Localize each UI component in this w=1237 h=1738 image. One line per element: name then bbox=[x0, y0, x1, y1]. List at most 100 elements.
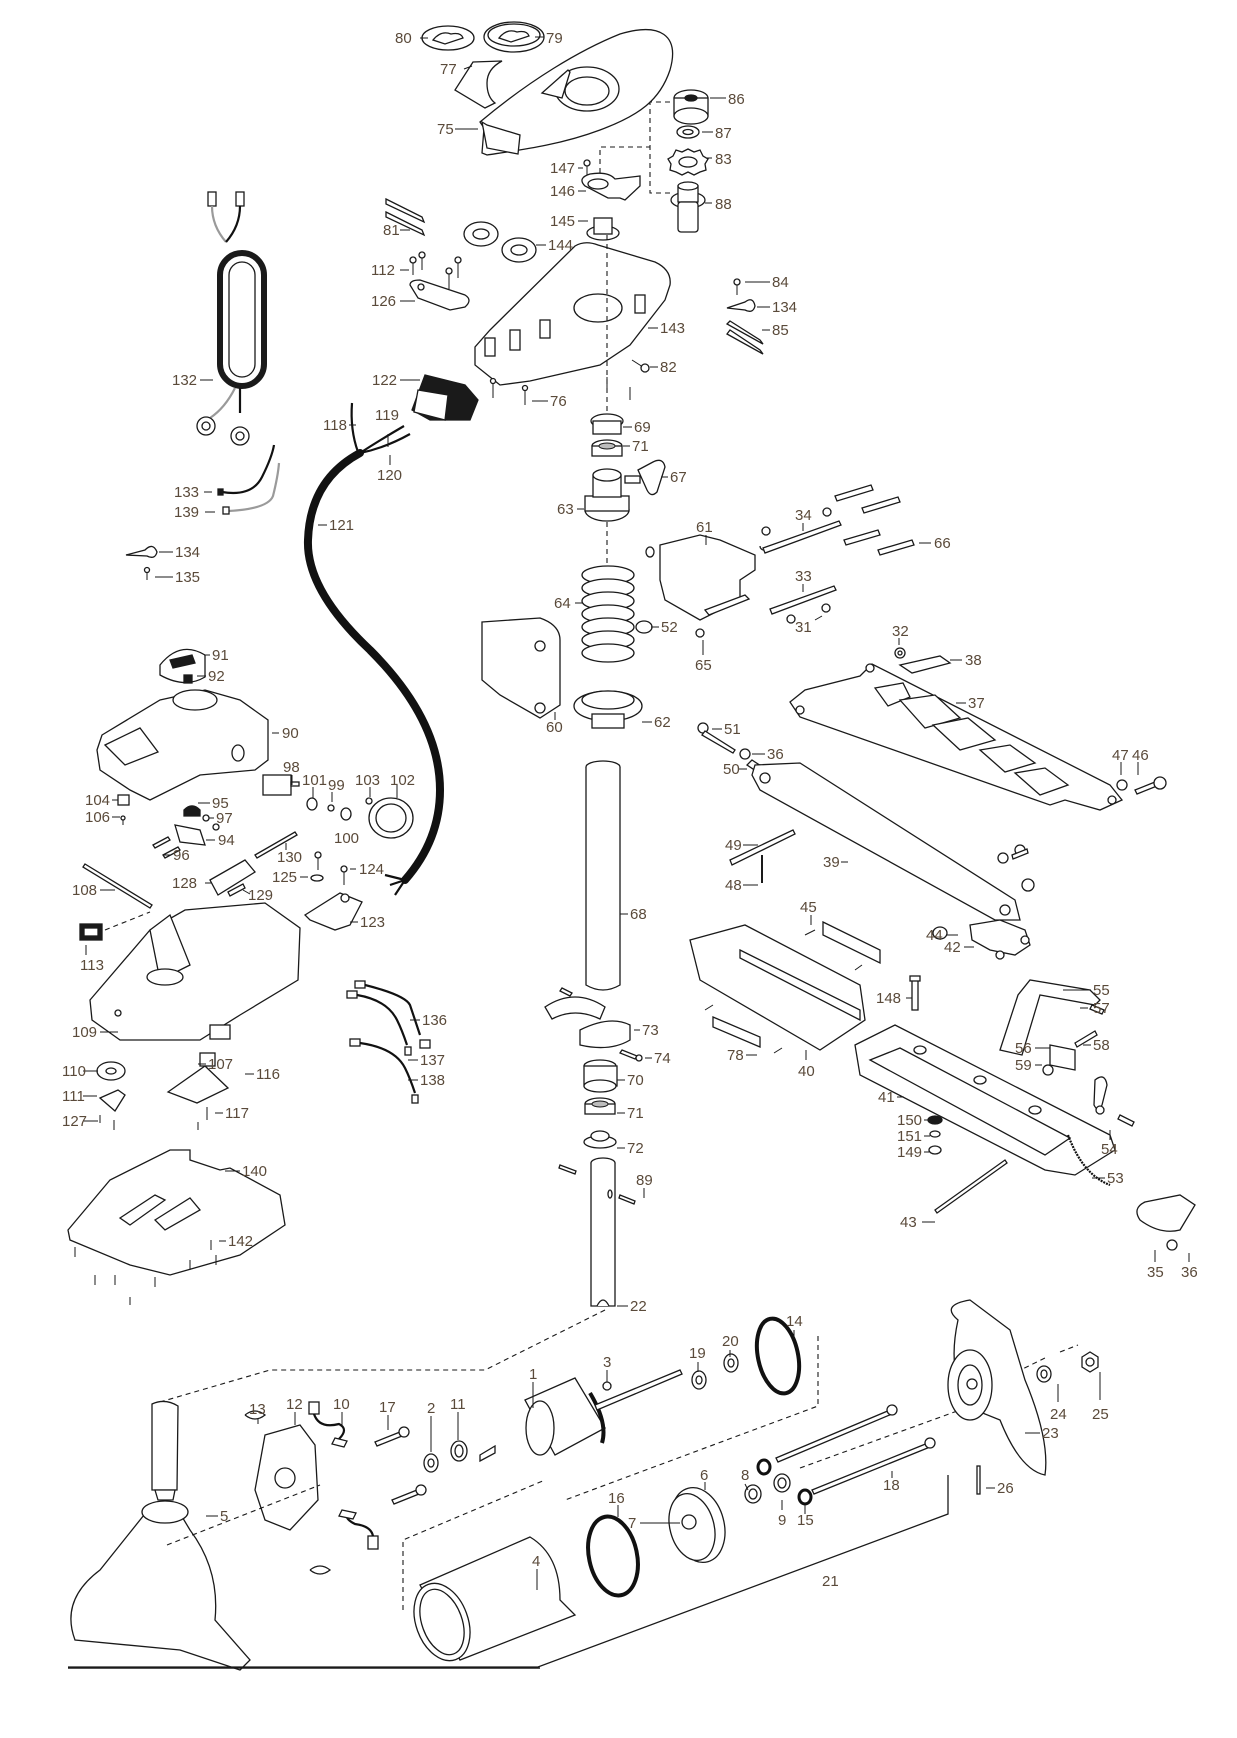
part-67-knob bbox=[624, 459, 666, 496]
label-38: 38 bbox=[965, 652, 982, 669]
part-24-washer bbox=[1036, 1365, 1052, 1383]
label-2: 2 bbox=[427, 1400, 435, 1417]
label-61: 61 bbox=[696, 519, 713, 536]
label-6: 6 bbox=[700, 1467, 708, 1484]
label-4: 4 bbox=[532, 1553, 540, 1570]
label-129: 129 bbox=[248, 887, 273, 904]
label-49: 49 bbox=[725, 837, 742, 854]
label-124: 124 bbox=[359, 861, 384, 878]
label-5: 5 bbox=[220, 1508, 228, 1525]
part-54-lever bbox=[1093, 1076, 1135, 1127]
label-97: 97 bbox=[216, 810, 233, 827]
part-100-nut bbox=[340, 807, 352, 821]
label-83: 83 bbox=[715, 151, 732, 168]
part-12-brush-plate bbox=[254, 1424, 319, 1531]
label-82: 82 bbox=[660, 359, 677, 376]
label-89: 89 bbox=[636, 1172, 653, 1189]
label-98: 98 bbox=[283, 759, 300, 776]
label-130: 130 bbox=[277, 849, 302, 866]
leader-lines bbox=[83, 36, 1190, 1590]
part-146-bracket bbox=[581, 172, 641, 201]
part-150-151-149-hardware bbox=[927, 1115, 943, 1155]
label-14: 14 bbox=[786, 1313, 803, 1330]
part-122-grommet bbox=[411, 374, 479, 421]
part-1-armature bbox=[479, 1369, 683, 1463]
part-89-screws bbox=[558, 1164, 636, 1205]
label-126: 126 bbox=[371, 293, 396, 310]
part-15-oring bbox=[797, 1488, 813, 1506]
label-108: 108 bbox=[72, 882, 97, 899]
label-80: 80 bbox=[395, 30, 412, 47]
label-60: 60 bbox=[546, 719, 563, 736]
label-121: 121 bbox=[329, 517, 354, 534]
part-11-washer bbox=[450, 1440, 468, 1462]
label-142: 142 bbox=[228, 1233, 253, 1250]
part-5-shaft-fitting bbox=[151, 1400, 179, 1501]
part-33-rod bbox=[769, 585, 837, 615]
label-44: 44 bbox=[926, 927, 943, 944]
label-72: 72 bbox=[627, 1140, 644, 1157]
part-36-washer bbox=[739, 748, 751, 760]
part-108-rod bbox=[82, 863, 153, 909]
part-98-switch bbox=[262, 774, 300, 796]
part-134-clip bbox=[726, 299, 756, 312]
part-91-cap bbox=[159, 648, 206, 684]
part-145-nut bbox=[586, 217, 620, 241]
label-119: 119 bbox=[375, 407, 399, 424]
part-23-propeller bbox=[947, 1299, 1047, 1476]
part-109-pedal-base bbox=[89, 902, 301, 1041]
part-112-screws bbox=[409, 251, 462, 289]
label-145: 145 bbox=[550, 213, 575, 230]
label-116: 116 bbox=[256, 1066, 280, 1083]
part-86-bearing-stack bbox=[673, 89, 709, 125]
label-78: 78 bbox=[727, 1047, 744, 1064]
label-43: 43 bbox=[900, 1214, 917, 1231]
part-82-screw bbox=[631, 359, 650, 373]
part-53-lanyard bbox=[1066, 1134, 1111, 1187]
part-55-handle bbox=[999, 979, 1101, 1056]
part-106-screw bbox=[120, 815, 126, 825]
part-102-knob bbox=[368, 797, 414, 839]
part-124-screw bbox=[340, 865, 348, 885]
label-138: 138 bbox=[420, 1072, 445, 1089]
part-60-yoke bbox=[481, 617, 561, 719]
part-136-137-138-wires bbox=[346, 980, 431, 1104]
label-35: 35 bbox=[1147, 1264, 1164, 1281]
label-8: 8 bbox=[741, 1467, 749, 1484]
label-34: 34 bbox=[795, 507, 812, 524]
label-85: 85 bbox=[772, 322, 789, 339]
part-147-screw bbox=[583, 159, 591, 176]
label-147: 147 bbox=[550, 160, 575, 177]
label-113: 113 bbox=[80, 957, 104, 974]
part-71-bearing-lower bbox=[584, 1097, 616, 1115]
label-12: 12 bbox=[286, 1396, 303, 1413]
label-62: 62 bbox=[654, 714, 671, 731]
label-96: 96 bbox=[173, 847, 190, 864]
label-91: 91 bbox=[212, 647, 229, 664]
label-42: 42 bbox=[944, 939, 961, 956]
part-92-spring bbox=[183, 674, 193, 684]
label-133: 133 bbox=[174, 484, 199, 501]
arm-bolt-washer-pair bbox=[997, 844, 1035, 892]
part-26-pin bbox=[976, 1465, 981, 1495]
label-144: 144 bbox=[548, 237, 573, 254]
part-140-base-plate bbox=[67, 1149, 286, 1276]
assembly-line-22-to-motor bbox=[159, 1309, 606, 1403]
part-9-seal bbox=[773, 1473, 791, 1493]
label-63: 63 bbox=[557, 501, 574, 518]
part-3-eclip bbox=[602, 1381, 612, 1391]
label-24: 24 bbox=[1050, 1406, 1067, 1423]
label-21: 21 bbox=[822, 1573, 839, 1590]
label-31: 31 bbox=[795, 619, 812, 636]
part-90-pedal-housing bbox=[96, 689, 269, 801]
label-118: 118 bbox=[323, 417, 347, 434]
part-49-pin bbox=[729, 829, 796, 866]
label-88: 88 bbox=[715, 196, 732, 213]
label-84: 84 bbox=[772, 274, 789, 291]
part-43-rod bbox=[934, 1159, 1008, 1214]
part-133-wire bbox=[217, 444, 276, 496]
part-84-screw bbox=[733, 278, 741, 295]
part-13-springs bbox=[244, 1410, 332, 1575]
label-36-lower: 36 bbox=[1181, 1264, 1198, 1281]
